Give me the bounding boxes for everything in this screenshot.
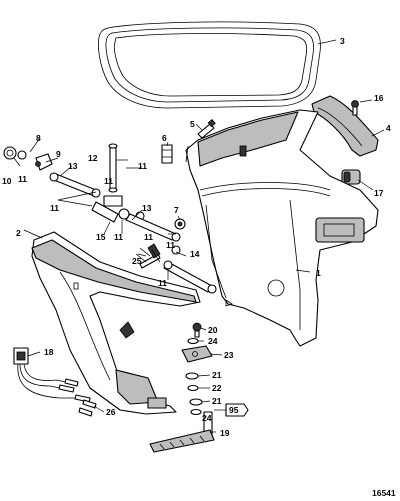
callout-24a: 24 bbox=[208, 336, 218, 346]
screw-20-part bbox=[192, 322, 202, 338]
washer-24b-part bbox=[190, 408, 202, 416]
callout-14: 14 bbox=[190, 249, 200, 259]
callout-25: 25 bbox=[132, 256, 142, 266]
callout-15: 15 bbox=[96, 232, 106, 242]
callout-6: 6 bbox=[162, 133, 167, 143]
sealant-tag: 95 bbox=[214, 403, 249, 417]
callout-19: 19 bbox=[220, 428, 230, 438]
rear-handle-part bbox=[311, 95, 379, 157]
grommet-8-part bbox=[3, 146, 17, 160]
callout-11a: 11 bbox=[18, 174, 27, 184]
upper-cowl-part bbox=[185, 109, 379, 347]
callout-2: 2 bbox=[16, 228, 21, 238]
shaft-13-part bbox=[49, 172, 101, 198]
callout-22: 22 bbox=[212, 383, 222, 393]
callout-1: 1 bbox=[316, 268, 321, 278]
fastener-7-part bbox=[174, 218, 186, 230]
lever-19-part bbox=[149, 411, 215, 453]
callout-11h: 11 bbox=[158, 278, 167, 288]
nut-10-part bbox=[17, 150, 27, 160]
callout-11g: 11 bbox=[166, 240, 175, 250]
callout-13a: 13 bbox=[68, 161, 78, 171]
callout-5: 5 bbox=[190, 119, 195, 129]
callout-7: 7 bbox=[174, 205, 179, 215]
latch-plate-23-part bbox=[181, 345, 213, 363]
callout-3: 3 bbox=[340, 36, 345, 46]
lower-cowl-part bbox=[31, 231, 201, 415]
callout-11b: 11 bbox=[138, 161, 147, 171]
callout-24b: 24 bbox=[202, 413, 212, 423]
fitting-9-part bbox=[35, 153, 53, 171]
callout-9: 9 bbox=[56, 149, 61, 159]
callout-26: 26 bbox=[106, 407, 116, 417]
washer-21b-part bbox=[189, 398, 203, 406]
callout-8: 8 bbox=[36, 133, 41, 143]
callout-10: 10 bbox=[2, 176, 12, 186]
callout-23: 23 bbox=[224, 350, 234, 360]
leader-lines bbox=[13, 39, 385, 433]
callout-11d: 11 bbox=[50, 203, 59, 213]
callout-11f: 11 bbox=[144, 232, 153, 242]
latch-17-part bbox=[341, 169, 361, 185]
rod-12-part bbox=[103, 143, 123, 207]
callout-11c: 11 bbox=[104, 176, 113, 186]
callout-labels: 1 2 3 4 5 6 7 8 9 10 11 11 11 11 11 11 1… bbox=[2, 36, 396, 498]
bolt-5-part bbox=[197, 118, 216, 139]
callout-4: 4 bbox=[386, 123, 391, 133]
bracket-6-part bbox=[161, 144, 173, 164]
callout-12: 12 bbox=[88, 153, 98, 163]
callout-13b: 13 bbox=[142, 203, 152, 213]
callout-16: 16 bbox=[374, 93, 384, 103]
screw-16-part bbox=[351, 100, 359, 116]
callout-17: 17 bbox=[374, 188, 384, 198]
callout-21a: 21 bbox=[212, 370, 222, 380]
pin-25-part bbox=[135, 243, 161, 269]
callout-20: 20 bbox=[208, 325, 218, 335]
washer-24a-part bbox=[187, 337, 199, 345]
figure-number: 16541 bbox=[372, 488, 396, 498]
shaft-13b-part bbox=[125, 213, 181, 242]
washer-21a-part bbox=[185, 372, 199, 380]
callout-11e: 11 bbox=[114, 232, 123, 242]
pins-26-part bbox=[78, 399, 97, 417]
shaft-14-part bbox=[163, 245, 217, 294]
callout-21b: 21 bbox=[212, 396, 222, 406]
cowl-seal-part bbox=[98, 21, 321, 109]
sealant-tag-label: 95 bbox=[229, 405, 239, 415]
callout-18: 18 bbox=[44, 347, 54, 357]
washer-22-part bbox=[187, 384, 199, 392]
